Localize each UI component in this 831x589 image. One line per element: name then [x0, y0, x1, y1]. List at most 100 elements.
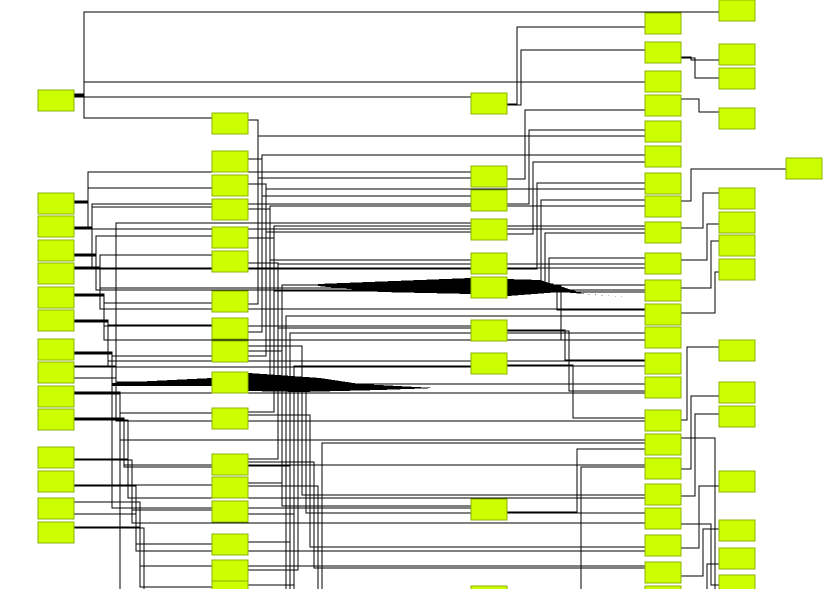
node-b4[interactable] — [211, 198, 249, 221]
node-e8[interactable] — [718, 258, 756, 281]
edge-c1-d1 — [507, 26, 645, 105]
node-a4[interactable] — [37, 239, 75, 262]
node-f1[interactable] — [785, 157, 823, 180]
edge-c7-d15 — [507, 330, 645, 392]
node-e11[interactable] — [718, 405, 756, 428]
node-d15[interactable] — [644, 376, 682, 399]
node-d13[interactable] — [644, 326, 682, 349]
node-d21[interactable] — [644, 534, 682, 557]
node-c3[interactable] — [470, 189, 508, 212]
bundles-layer — [112, 278, 625, 392]
node-c8[interactable] — [470, 352, 508, 375]
node-b10[interactable] — [211, 371, 249, 394]
node-a7[interactable] — [37, 309, 75, 332]
node-c2[interactable] — [470, 165, 508, 188]
node-c10[interactable] — [470, 585, 508, 589]
node-b6[interactable] — [211, 250, 249, 273]
node-e4[interactable] — [718, 107, 756, 130]
node-d8[interactable] — [644, 195, 682, 218]
node-e2[interactable] — [718, 43, 756, 66]
edge-a11-d18 — [74, 418, 645, 466]
node-b15[interactable] — [211, 533, 249, 556]
node-b1[interactable] — [211, 112, 249, 135]
node-b14[interactable] — [211, 500, 249, 523]
node-a1[interactable] — [37, 89, 75, 112]
node-b17[interactable] — [211, 559, 249, 582]
node-d1[interactable] — [644, 12, 682, 35]
node-a11[interactable] — [37, 408, 75, 431]
edge-a4-b5 — [74, 235, 212, 255]
node-d5[interactable] — [644, 120, 682, 143]
node-e1[interactable] — [718, 0, 756, 22]
node-e9[interactable] — [718, 339, 756, 362]
node-c6[interactable] — [470, 276, 508, 299]
node-e10[interactable] — [718, 381, 756, 404]
node-a5[interactable] — [37, 262, 75, 285]
edge-b16-d14 — [248, 365, 645, 586]
node-d4[interactable] — [644, 94, 682, 117]
node-c4[interactable] — [470, 218, 508, 241]
node-d20[interactable] — [644, 507, 682, 530]
node-e15[interactable] — [718, 574, 756, 589]
node-d22[interactable] — [644, 561, 682, 584]
node-e7[interactable] — [718, 234, 756, 257]
node-d3[interactable] — [644, 70, 682, 93]
node-b8[interactable] — [211, 317, 249, 340]
node-c1[interactable] — [470, 92, 508, 115]
edge-a10-c10 — [74, 392, 121, 589]
node-a15[interactable] — [37, 521, 75, 544]
node-d17[interactable] — [644, 433, 682, 456]
node-b7[interactable] — [211, 290, 249, 313]
node-d14[interactable] — [644, 352, 682, 375]
node-e6[interactable] — [718, 211, 756, 234]
node-e12[interactable] — [718, 470, 756, 493]
node-b11[interactable] — [211, 407, 249, 430]
edge-a3-d10 — [74, 228, 645, 269]
node-a12[interactable] — [37, 446, 75, 469]
node-c7[interactable] — [470, 319, 508, 342]
node-b3[interactable] — [211, 174, 249, 197]
node-d18[interactable] — [644, 457, 682, 480]
node-a8[interactable] — [37, 338, 75, 361]
node-d12[interactable] — [644, 303, 682, 326]
edge-c9-d17 — [507, 448, 645, 513]
node-d6[interactable] — [644, 145, 682, 168]
node-c9[interactable] — [470, 498, 508, 521]
node-a14[interactable] — [37, 497, 75, 520]
node-e5[interactable] — [718, 187, 756, 210]
node-d2[interactable] — [644, 41, 682, 64]
node-d11[interactable] — [644, 279, 682, 302]
node-d9[interactable] — [644, 221, 682, 244]
edge-b6-c7 — [248, 262, 471, 329]
node-a9[interactable] — [37, 361, 75, 384]
edge-d9-e5 — [681, 192, 719, 229]
node-d10[interactable] — [644, 252, 682, 275]
node-a2[interactable] — [37, 192, 75, 215]
node-e13[interactable] — [718, 519, 756, 542]
edge-d10-e6 — [681, 223, 719, 261]
node-a6[interactable] — [37, 286, 75, 309]
edge-d11-e7 — [681, 240, 719, 289]
node-d19[interactable] — [644, 483, 682, 506]
edge-b11-d21 — [248, 414, 645, 548]
node-d16[interactable] — [644, 409, 682, 432]
node-b9[interactable] — [211, 340, 249, 363]
node-a13[interactable] — [37, 470, 75, 493]
edge-a7-d14 — [74, 321, 645, 362]
node-b2[interactable] — [211, 150, 249, 173]
edge-b10-d20 — [248, 377, 645, 514]
node-b13[interactable] — [211, 476, 249, 499]
node-d23[interactable] — [644, 585, 682, 589]
edge-b1-c2 — [248, 119, 471, 179]
node-a3[interactable] — [37, 215, 75, 238]
node-b5[interactable] — [211, 226, 249, 249]
node-d7[interactable] — [644, 172, 682, 195]
node-e3[interactable] — [718, 67, 756, 90]
edge-b11-d9 — [248, 225, 645, 413]
node-c5[interactable] — [470, 252, 508, 275]
node-e14[interactable] — [718, 547, 756, 570]
edge-b16-d17 — [321, 442, 645, 589]
node-a10[interactable] — [37, 385, 75, 408]
node-b12[interactable] — [211, 453, 249, 476]
